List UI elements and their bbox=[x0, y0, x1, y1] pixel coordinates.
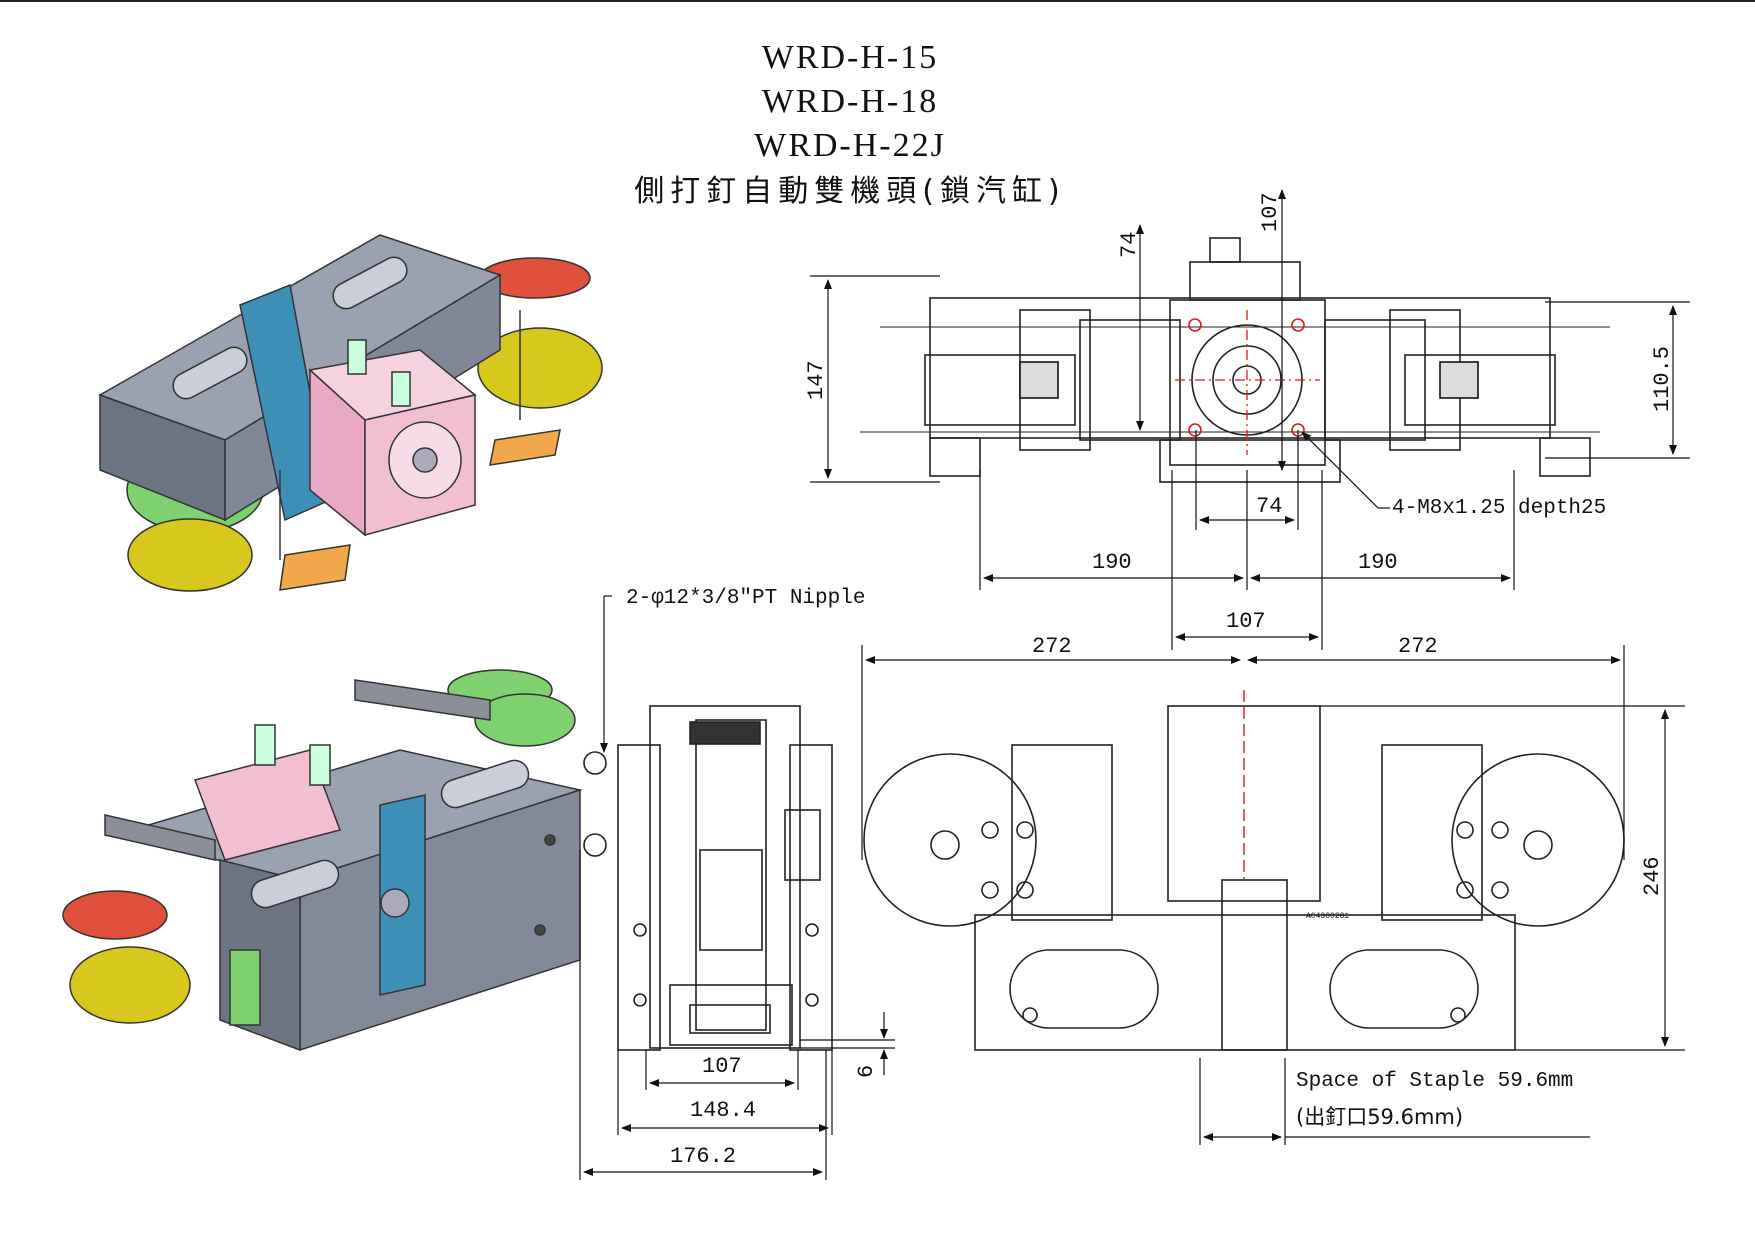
dim-6: 6 bbox=[854, 1065, 879, 1078]
top-bracket bbox=[104, 814, 216, 861]
wheel-red-icon bbox=[62, 890, 168, 940]
bolt-icon bbox=[544, 834, 556, 846]
slot-icon bbox=[250, 859, 340, 909]
wheel-yellow-icon bbox=[127, 518, 253, 592]
base-plate-orange bbox=[279, 544, 351, 591]
dim-176-2: 176.2 bbox=[670, 1144, 736, 1169]
isometric-view-top bbox=[98, 234, 603, 592]
top-view-labels: 74 107 147 110.5 74 190 190 107 4-M8x1.2… bbox=[804, 192, 1675, 634]
product-subtitle: 側打釘自動雙機頭(鎖汽缸) bbox=[634, 174, 1066, 209]
slot-icon bbox=[332, 256, 408, 310]
model-name: WRD-H-22J bbox=[754, 127, 946, 164]
guide-green bbox=[229, 949, 261, 1026]
slot-icon bbox=[172, 346, 248, 400]
bolt-icon bbox=[534, 924, 546, 936]
front-view-dimensions bbox=[861, 645, 1685, 1145]
top-bracket bbox=[354, 679, 491, 721]
wheel-yellow-icon bbox=[477, 327, 603, 409]
dim-107-horizontal: 107 bbox=[1226, 609, 1266, 634]
dim-110-5: 110.5 bbox=[1650, 346, 1675, 412]
bolt-icon bbox=[380, 888, 410, 918]
side-view-labels: 2-φ12*3/8"PT Nipple 6 107 148.4 176.2 bbox=[626, 587, 879, 1169]
side-view bbox=[583, 705, 833, 1051]
front-view-labels: 272 272 246 AC4300201 Space of Staple 59… bbox=[1032, 634, 1665, 1129]
dim-190-right: 190 bbox=[1358, 550, 1398, 575]
top-view bbox=[860, 237, 1610, 483]
dim-272-right: 272 bbox=[1398, 634, 1438, 659]
dim-107-vertical: 107 bbox=[1258, 192, 1283, 232]
staple-reel-left bbox=[863, 753, 1037, 927]
nipple-note: 2-φ12*3/8"PT Nipple bbox=[626, 587, 865, 610]
plate-marking: AC4300201 bbox=[1306, 912, 1349, 921]
wheel-green-icon bbox=[474, 693, 576, 747]
fitting-icon bbox=[254, 724, 276, 766]
slot-icon bbox=[440, 759, 530, 809]
dim-74-horizontal: 74 bbox=[1256, 494, 1282, 519]
isometric-view-bottom bbox=[62, 669, 583, 1052]
wheel-yellow-icon bbox=[69, 946, 191, 1024]
front-view bbox=[863, 690, 1625, 1051]
side-view-dimensions bbox=[579, 595, 895, 1180]
dim-147: 147 bbox=[804, 360, 829, 400]
dim-74-vertical: 74 bbox=[1117, 232, 1142, 258]
dim-272-left: 272 bbox=[1032, 634, 1072, 659]
model-name: WRD-H-15 bbox=[761, 39, 939, 76]
dim-190-left: 190 bbox=[1092, 550, 1132, 575]
fitting-icon bbox=[391, 371, 411, 407]
base-plate-orange bbox=[489, 429, 561, 466]
staple-space-note: Space of Staple 59.6mm bbox=[1296, 1070, 1573, 1093]
staple-reel-right bbox=[1451, 753, 1625, 927]
fitting-icon bbox=[347, 339, 367, 375]
dim-246: 246 bbox=[1640, 856, 1665, 896]
dim-107-side: 107 bbox=[702, 1054, 742, 1079]
fitting-icon bbox=[309, 744, 331, 786]
bolt-note: 4-M8x1.25 depth25 bbox=[1392, 497, 1606, 520]
title-block: WRD-H-15 WRD-H-18 WRD-H-22J 側打釘自動雙機頭(鎖汽缸… bbox=[600, 36, 1100, 216]
bolt-icon bbox=[412, 447, 438, 473]
staple-space-note-cn: (出釘口59.6mm) bbox=[1296, 1105, 1463, 1129]
top-border-line bbox=[0, 0, 1755, 2]
top-view-dimensions bbox=[810, 189, 1690, 650]
dim-148-4: 148.4 bbox=[690, 1098, 756, 1123]
model-name: WRD-H-18 bbox=[761, 83, 939, 120]
